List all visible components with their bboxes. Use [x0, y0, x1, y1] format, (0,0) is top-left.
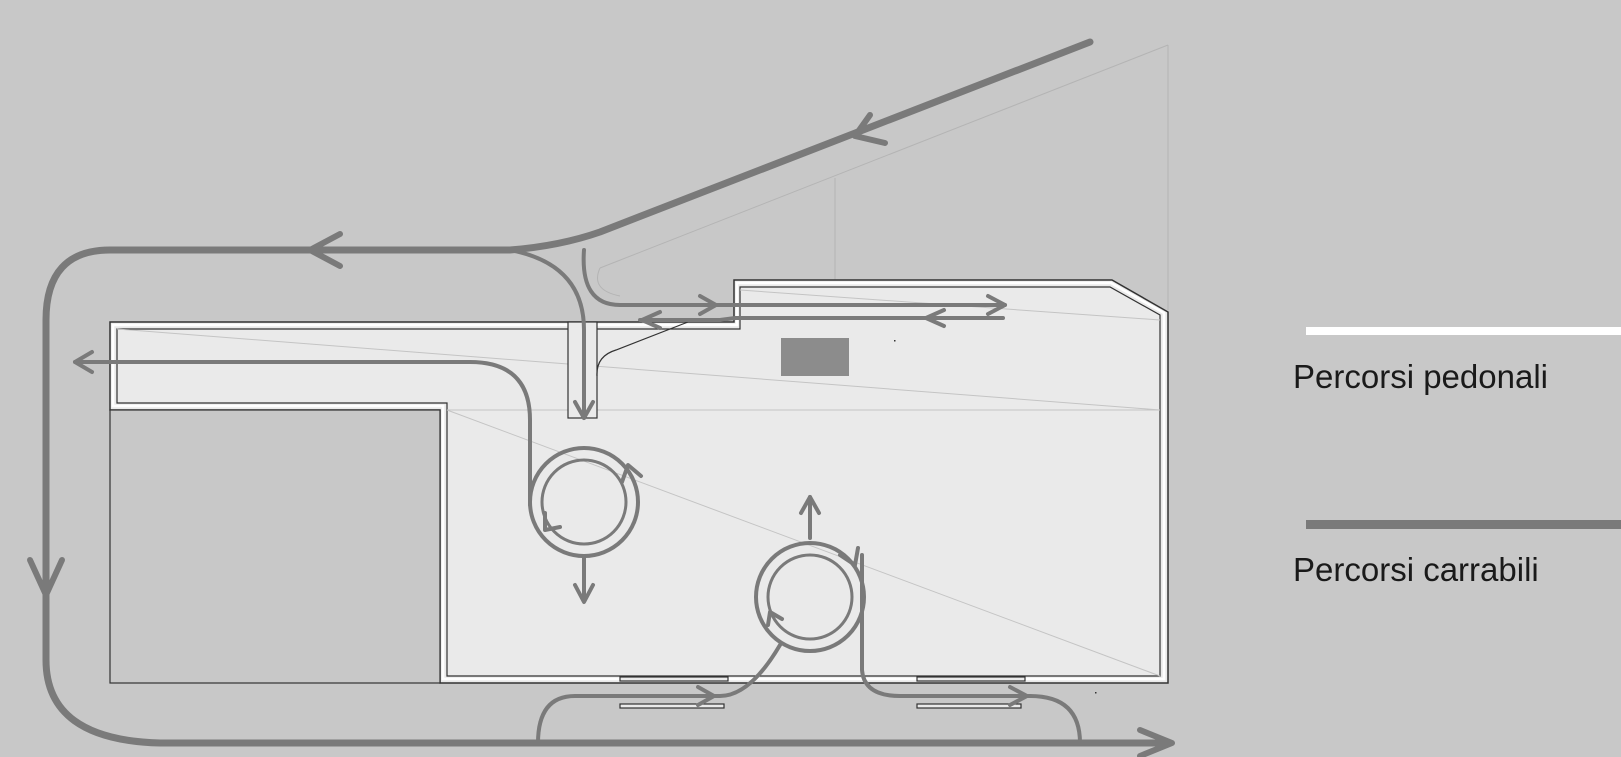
ring-2-inner: [766, 553, 854, 641]
arrow-bottom-right: [1137, 727, 1175, 757]
route-upper-return: [638, 316, 1005, 322]
courtyard-block: [109, 409, 441, 684]
arrow-ring1-a: [620, 463, 643, 484]
route-branch-down: [508, 248, 586, 420]
building-footprint: [109, 279, 1169, 709]
route-bottom-left: [536, 643, 782, 745]
route-bottom-right: [860, 553, 1082, 745]
legend-line-vehicle: [1306, 520, 1621, 529]
arrow-ring2-b: [766, 610, 784, 627]
route-branch-upper: [581, 248, 1007, 307]
site-guide-lines: [597, 44, 1169, 310]
arrow-left-exit: [73, 350, 94, 374]
arrow-top-left: [307, 231, 343, 269]
arrow-up-ring2: [799, 495, 821, 515]
arrow-ring2-a: [838, 546, 860, 567]
legend-line-pedestrian: [1306, 327, 1621, 335]
arrow-ramp-down: [573, 400, 595, 420]
arrow-upper-left2: [640, 310, 662, 330]
building-outline-inner: [116, 286, 1161, 677]
arrow-bottom-left-right: [696, 685, 716, 707]
legend-label-vehicle: Percorsi carrabili: [1293, 551, 1539, 588]
arrow-upper-right1: [698, 294, 718, 316]
arrow-down-ring1: [573, 583, 595, 604]
arrow-ring1-b: [543, 511, 562, 532]
route-left-exit: [73, 360, 532, 507]
legend-label-pedestrian: Percorsi pedonali: [1293, 358, 1548, 395]
ring-1-inner: [540, 458, 628, 546]
route-main-loop: [42, 38, 1174, 747]
ring-2-outer: [754, 541, 866, 653]
arrow-top-inbound: [852, 112, 888, 146]
arrow-upper-left1: [924, 308, 946, 328]
arrow-bottom-right-right: [1008, 685, 1029, 707]
ring-1-outer: [528, 446, 640, 558]
vehicle-routes: [27, 38, 1175, 757]
arrow-upper-right2: [986, 294, 1007, 316]
arrow-left-down: [27, 557, 65, 598]
dark-block: [781, 338, 849, 376]
